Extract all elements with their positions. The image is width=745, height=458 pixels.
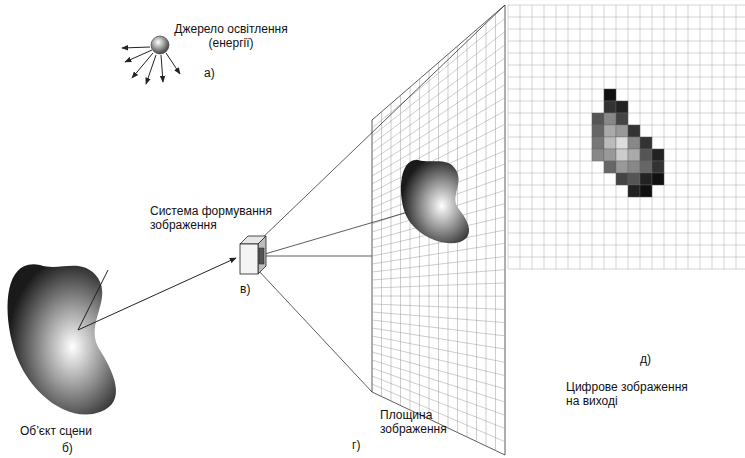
scene-object	[8, 264, 116, 414]
image-plane-grid	[372, 5, 505, 455]
caption-label: Джерело освітлення (енергії)	[172, 22, 290, 50]
light-rays	[122, 47, 180, 84]
light-source	[151, 36, 169, 54]
pixelated-object	[592, 89, 664, 197]
caption-label: Система формування зображення	[150, 204, 272, 232]
imaging-system	[240, 236, 266, 274]
projected-image	[401, 160, 469, 243]
part-letter: д)	[640, 352, 651, 366]
reflected-ray	[78, 270, 108, 330]
ray-to-camera	[78, 258, 236, 330]
caption-label: Цифрове зображення на виході	[566, 380, 698, 408]
part-letter: г)	[352, 438, 360, 452]
part-letter: в)	[240, 282, 250, 296]
part-letter: б)	[62, 441, 73, 455]
part-letter: Об’єкт сцени	[20, 424, 92, 438]
part-letter: а)	[204, 66, 215, 80]
caption-label: Площина зображення	[380, 408, 470, 436]
image-plane	[372, 5, 505, 455]
projection-lines	[258, 5, 505, 392]
digital-image-grid	[508, 5, 745, 269]
